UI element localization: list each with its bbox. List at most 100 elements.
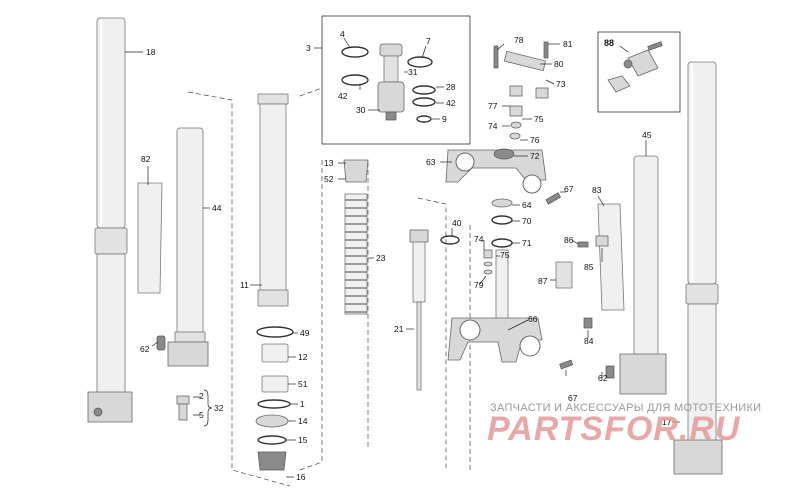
nut-72 <box>493 148 515 160</box>
bushing-51 <box>261 375 289 393</box>
label-1: 1 <box>300 399 305 409</box>
label-7: 7 <box>426 36 431 46</box>
label-63: 63 <box>426 157 436 167</box>
label-15: 15 <box>298 435 308 445</box>
detail-box-3 <box>321 15 471 145</box>
label-51: 51 <box>298 379 308 389</box>
part-83-shield <box>597 203 625 311</box>
label-64: 64 <box>522 200 532 210</box>
top-triple-clamp-63 <box>445 149 547 194</box>
label-77: 77 <box>488 101 498 111</box>
cartridge-detail-31 <box>377 43 405 121</box>
label-70: 70 <box>522 216 532 226</box>
label-32: 32 <box>214 403 224 413</box>
bushing-12 <box>261 343 289 363</box>
label-40: 40 <box>452 218 462 228</box>
damper-rod-21 <box>409 229 429 391</box>
bolt-78 <box>493 45 499 69</box>
label-75-top: 75 <box>534 114 544 124</box>
label-42-left: 42 <box>338 91 348 101</box>
fork-leg-left <box>87 17 133 423</box>
bolt-67b <box>559 359 574 370</box>
washer-64 <box>491 198 513 208</box>
label-49: 49 <box>300 328 310 338</box>
label-2: 2 <box>199 391 204 401</box>
spring-23 <box>343 159 369 315</box>
label-28: 28 <box>446 82 456 92</box>
label-5: 5 <box>199 410 204 420</box>
bolt-67a <box>545 192 562 205</box>
stem-bottom-clamp-66 <box>447 249 543 363</box>
label-84: 84 <box>584 336 594 346</box>
part-74b <box>483 249 493 259</box>
label-62-right: 62 <box>598 373 608 383</box>
cartridge-tube-11 <box>257 93 289 307</box>
label-81: 81 <box>563 39 573 49</box>
label-14: 14 <box>298 416 308 426</box>
label-30: 30 <box>356 105 366 115</box>
label-87: 87 <box>538 276 548 286</box>
label-86: 86 <box>564 235 574 245</box>
label-23: 23 <box>376 253 386 263</box>
label-44: 44 <box>212 203 222 213</box>
label-16: 16 <box>296 472 306 482</box>
label-21: 21 <box>394 324 404 334</box>
label-82: 82 <box>141 154 151 164</box>
bolt-62-left <box>156 335 166 351</box>
label-73: 73 <box>556 79 566 89</box>
label-31: 31 <box>408 67 418 77</box>
bolt-62-right <box>605 365 615 379</box>
oring-40 <box>440 235 460 245</box>
label-11: 11 <box>240 280 249 290</box>
label-67-bottom: 67 <box>568 393 578 403</box>
seal-14 <box>255 414 289 428</box>
label-74-bottom: 74 <box>474 234 484 244</box>
label-3: 3 <box>306 43 311 53</box>
label-75-bottom: 75 <box>500 250 510 260</box>
handlebar-clamp-73 <box>503 50 549 99</box>
fitting-2-5 <box>176 395 190 421</box>
ring-70 <box>491 215 513 225</box>
washer-1 <box>257 399 291 409</box>
label-74-top: 74 <box>488 121 498 131</box>
bolt-81 <box>543 41 549 59</box>
label-9: 9 <box>442 114 447 124</box>
label-52: 52 <box>324 174 334 184</box>
label-88: 88 <box>604 38 614 48</box>
watermark-logo: PARTSFOR.RU <box>487 410 741 448</box>
label-80: 80 <box>554 59 564 69</box>
label-76: 76 <box>530 135 540 145</box>
label-78: 78 <box>514 35 524 45</box>
label-71: 71 <box>522 238 532 248</box>
label-18: 18 <box>146 47 156 57</box>
part-82-shield <box>137 182 163 294</box>
label-12: 12 <box>298 352 308 362</box>
ring-49 <box>256 326 294 338</box>
label-62-left: 62 <box>140 344 150 354</box>
clip-15 <box>257 435 287 445</box>
label-45: 45 <box>642 130 652 140</box>
label-13: 13 <box>324 158 334 168</box>
sticker-87 <box>555 261 573 289</box>
label-85: 85 <box>584 262 594 272</box>
inner-tube-44 <box>167 127 209 367</box>
label-66: 66 <box>528 314 538 324</box>
inner-tube-45 <box>619 155 667 395</box>
clip-85 <box>595 235 609 247</box>
label-83: 83 <box>592 185 602 195</box>
label-17: 17 <box>662 417 672 427</box>
label-67-top: 67 <box>564 184 574 194</box>
bolt-86 <box>577 241 589 248</box>
dust-seal-16 <box>257 451 287 471</box>
ring-71 <box>491 238 513 248</box>
bolt-84 <box>583 317 593 329</box>
label-72: 72 <box>530 151 540 161</box>
label-4: 4 <box>340 29 345 39</box>
fork-leg-right <box>673 61 723 475</box>
part-77 <box>509 105 523 117</box>
detail-box-88 <box>597 31 681 113</box>
label-42-right: 42 <box>446 98 456 108</box>
label-79: 79 <box>474 280 484 290</box>
watermark-caption: ЗАПЧАСТИ И АКСЕССУАРЫ ДЛЯ МОТОТЕХНИКИ <box>490 402 762 414</box>
